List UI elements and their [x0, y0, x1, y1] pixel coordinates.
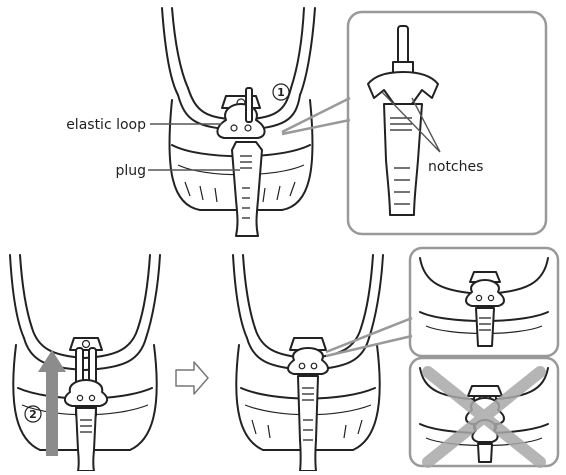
step-2-number: 2 — [29, 408, 37, 421]
bottom-left-figure: 2 — [10, 255, 160, 471]
callout-notches: notches — [348, 12, 546, 234]
step-1-number: 1 — [277, 86, 285, 99]
label-notches: notches — [428, 159, 483, 175]
top-left-figure: 1 elastic loop plug — [66, 8, 315, 236]
callout-correct-fit — [410, 248, 558, 356]
bottom-middle-figure — [233, 255, 383, 471]
label-plug: plug — [115, 163, 146, 179]
arrow-right-outline-icon — [176, 362, 208, 394]
callout-wrong-fit — [410, 358, 558, 466]
label-elastic-loop: elastic loop — [66, 117, 146, 133]
arrow-up-icon — [38, 350, 66, 456]
